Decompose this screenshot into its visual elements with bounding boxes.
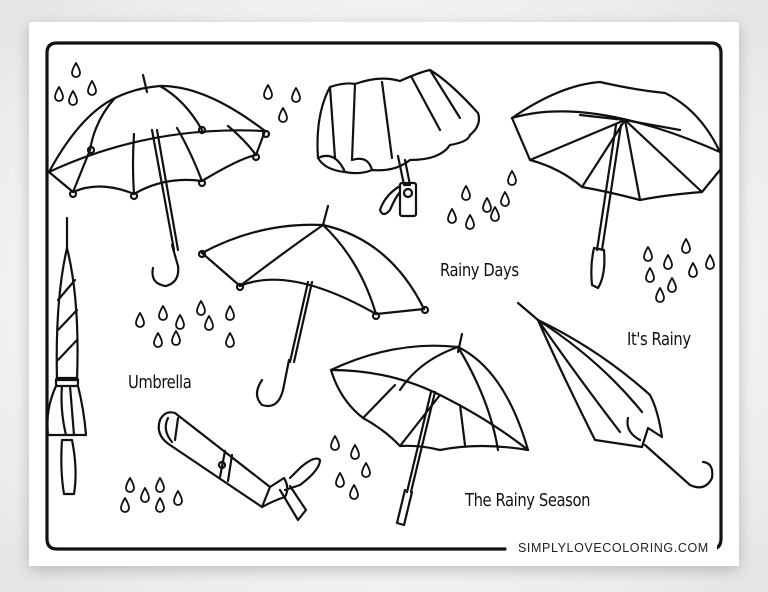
label-rainy-season: The Rainy Season: [465, 490, 591, 511]
folded-canopy-umbrella-top-center: [316, 68, 481, 218]
label-its-rainy: It's Rainy: [627, 329, 691, 350]
closed-umbrella-right: [516, 301, 714, 489]
open-umbrella-center: [197, 204, 430, 408]
label-rainy-days: Rainy Days: [440, 260, 519, 281]
coloring-sheet: [29, 22, 739, 566]
closed-umbrella-left: [46, 216, 88, 496]
open-umbrella-bottom-center: [329, 332, 530, 527]
site-credit: SIMPLYLOVECOLORING.COM: [510, 541, 717, 555]
open-umbrella-top-left: [47, 73, 271, 288]
label-umbrella: Umbrella: [128, 372, 192, 393]
open-umbrella-top-right: [510, 80, 722, 290]
page-border: [45, 41, 723, 551]
compact-umbrella-bottom-left: [157, 411, 322, 522]
